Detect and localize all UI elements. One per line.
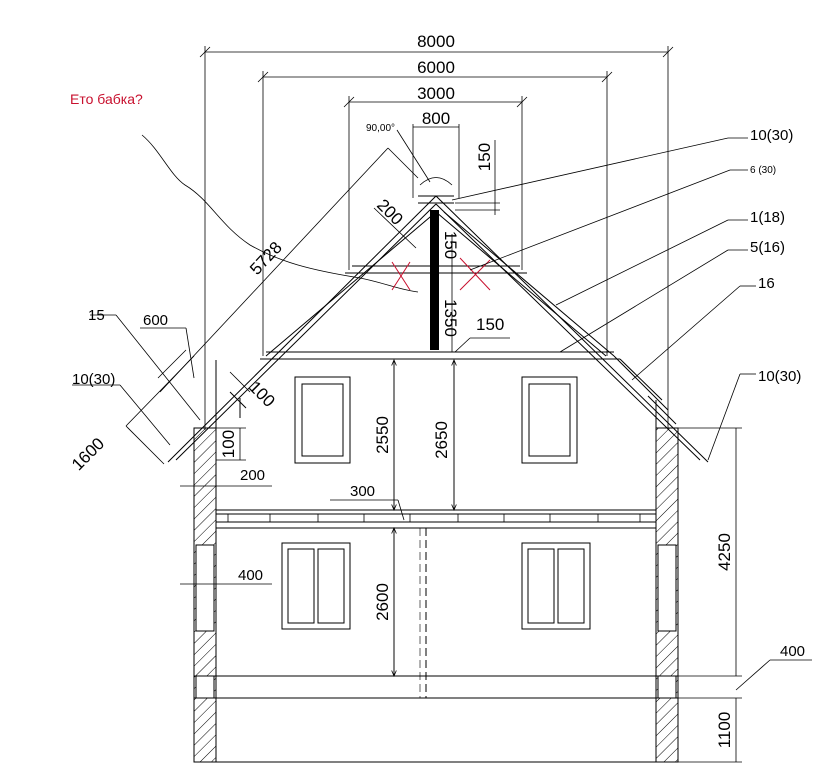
- callout-label-5-16: 5(16): [750, 239, 785, 256]
- callout-label-6-30: 6 (30): [750, 165, 776, 176]
- dim-label-8000: 8000: [417, 32, 455, 51]
- callout-label-16: 16: [758, 275, 775, 292]
- dim-label-200-wall: 200: [240, 467, 265, 484]
- dimension-2550: 2550: [373, 360, 394, 510]
- callout-400-base: 400: [735, 643, 812, 691]
- dim-label-600: 600: [143, 312, 168, 329]
- dim-label-2600: 2600: [373, 583, 392, 621]
- center-post: [430, 210, 439, 350]
- callout-10-30-right: 10(30): [707, 368, 801, 461]
- dim-label-150-top: 150: [475, 143, 494, 171]
- annotation-note: Ето бабка?: [70, 91, 143, 107]
- window-lower-left: [281, 542, 351, 630]
- dim-label-3000: 3000: [417, 84, 455, 103]
- dim-label-6000: 6000: [417, 58, 455, 77]
- window-upper-left: [294, 376, 351, 464]
- callout-label-400-base: 400: [780, 643, 805, 660]
- dim-label-150-beam: 150: [476, 315, 504, 334]
- callout-1-18: 1(18): [555, 209, 785, 306]
- dimension-5728: 5728: [159, 147, 419, 393]
- dim-label-4250: 4250: [715, 533, 734, 571]
- dim-label-150-v: 150: [441, 231, 460, 259]
- dimension-400-wall: 400: [180, 567, 272, 585]
- house-body: [193, 360, 679, 763]
- dim-label-800: 800: [422, 109, 450, 128]
- dimension-2650: 2650: [432, 360, 454, 510]
- dimension-8000: 8000: [199, 32, 674, 430]
- roof: [167, 195, 709, 463]
- dimension-100-wall: 100: [216, 427, 246, 461]
- dimension-100-eave: 100: [229, 371, 279, 411]
- dimension-3000: 3000: [343, 84, 528, 270]
- dimension-200-wall: 200: [180, 467, 272, 492]
- callout-6-30: 6 (30): [469, 165, 776, 271]
- dimension-600: 600: [140, 312, 195, 379]
- dim-label-1600: 1600: [68, 434, 108, 474]
- callout-16: 16: [631, 275, 775, 381]
- callout-label-10-30-left: 10(30): [72, 371, 115, 388]
- callout-label-10-30-right: 10(30): [758, 368, 801, 385]
- callout-15: 15: [88, 307, 201, 421]
- dim-label-1100: 1100: [715, 712, 734, 749]
- dimension-1100: 1100: [678, 697, 742, 763]
- dim-label-100-wall: 100: [219, 430, 238, 458]
- dimension-4250: 4250: [678, 427, 742, 677]
- dimension-1350: 150 1350: [441, 231, 460, 352]
- dim-label-2650: 2650: [432, 421, 451, 459]
- dimension-2600: 2600: [373, 528, 394, 676]
- dimension-150-top: 150: [455, 140, 500, 215]
- dim-label-100-eave: 100: [245, 377, 278, 410]
- callout-5-16: 5(16): [559, 239, 785, 353]
- annotation-leader: [141, 134, 419, 293]
- dimension-300: 300: [330, 483, 405, 521]
- dimension-800: 800: [412, 109, 460, 198]
- callout-label-1-18: 1(18): [750, 209, 785, 226]
- callout-label-15: 15: [88, 307, 105, 324]
- dim-label-1350: 1350: [441, 299, 460, 337]
- dim-label-200-roof: 200: [373, 195, 406, 228]
- dim-label-2550: 2550: [373, 416, 392, 454]
- callout-10-30-top: 10(30): [451, 127, 793, 201]
- dim-label-5728: 5728: [246, 238, 286, 279]
- dim-label-300: 300: [350, 483, 375, 500]
- window-upper-right: [521, 376, 578, 464]
- callout-10-30-left: 10(30): [72, 371, 171, 446]
- dimension-150-beam: 150: [454, 315, 510, 353]
- dimension-6000: 6000: [257, 58, 613, 356]
- dim-label-400-wall: 400: [238, 567, 263, 584]
- window-lower-right: [521, 542, 591, 630]
- angle-label: 90,00°: [366, 123, 395, 134]
- callout-label-10-30-top: 10(30): [750, 127, 793, 144]
